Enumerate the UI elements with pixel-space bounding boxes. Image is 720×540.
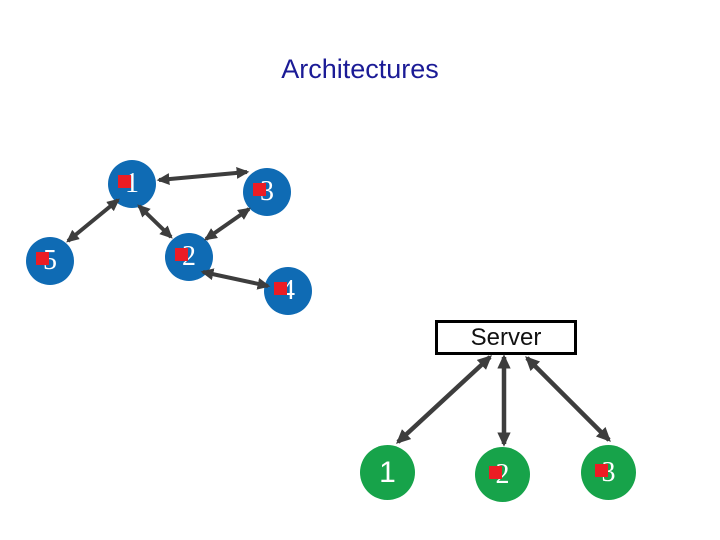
peer-node-1: 1 xyxy=(108,160,156,208)
peer-node-3: 3 xyxy=(243,168,291,216)
red-marker-icon xyxy=(274,282,287,295)
client-node-1: 1 xyxy=(360,445,415,500)
edge-server-client1 xyxy=(396,355,492,444)
peer-node-label: 2 xyxy=(182,241,196,272)
server-label: Server xyxy=(470,323,542,351)
slide-title: Architectures xyxy=(281,54,439,84)
client-node-label: 3 xyxy=(601,456,616,488)
red-marker-icon xyxy=(118,175,131,188)
edge-server-client3 xyxy=(525,356,611,442)
peer-node-2: 2 xyxy=(165,233,213,281)
peer-node-4: 4 xyxy=(264,267,312,315)
red-marker-icon xyxy=(489,466,502,479)
client-node-3: 3 xyxy=(581,445,636,500)
red-marker-icon xyxy=(253,183,266,196)
peer-node-label: 4 xyxy=(281,275,295,306)
red-marker-icon xyxy=(36,252,49,265)
peer-node-label: 3 xyxy=(260,176,274,207)
edge-peer1-peer3 xyxy=(156,166,250,186)
client-node-2: 2 xyxy=(475,447,530,502)
peer-node-5: 5 xyxy=(26,237,74,285)
peer-node-label: 5 xyxy=(43,245,57,276)
red-marker-icon xyxy=(175,248,188,261)
client-node-label: 2 xyxy=(495,458,510,490)
peer-node-label: 1 xyxy=(125,168,139,199)
client-node-label: 1 xyxy=(379,455,396,489)
server-box: Server xyxy=(435,320,577,355)
red-marker-icon xyxy=(595,464,608,477)
